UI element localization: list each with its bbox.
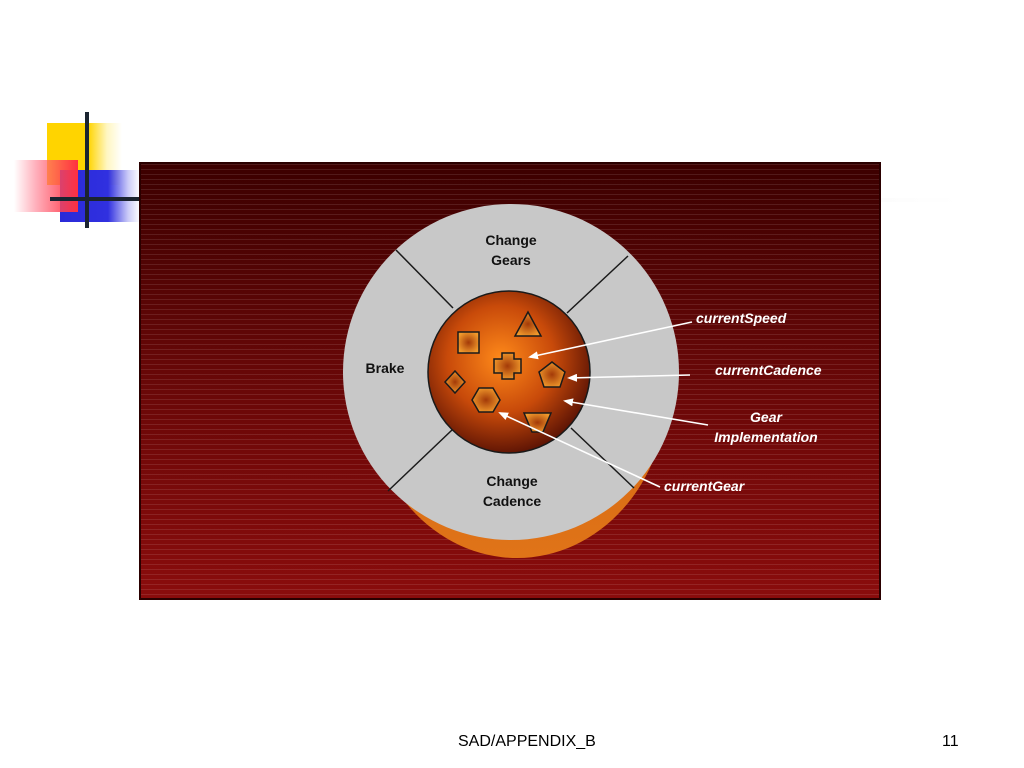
page-number: 11 <box>942 733 959 750</box>
arrow-current-gear <box>498 412 661 488</box>
arrow-current-cadence <box>567 373 691 382</box>
segment-label-top-line2: Gears <box>491 252 531 268</box>
footer-label: SAD/APPENDIX_B <box>458 733 596 750</box>
callout-arrows <box>498 321 709 488</box>
variable-shapes <box>443 310 566 433</box>
segment-label-left: Brake <box>366 360 405 376</box>
callout-gear-implementation-line1: Gear <box>750 409 783 425</box>
cross-shape <box>493 352 522 380</box>
hexagon-shape <box>471 387 501 413</box>
segment-label-bottom-line2: Cadence <box>483 493 542 509</box>
callout-current-speed: currentSpeed <box>696 310 787 326</box>
segment-label-bottom-line1: Change <box>486 473 538 489</box>
logo-red-square <box>14 160 78 212</box>
callout-current-gear: currentGear <box>664 478 746 494</box>
logo-vertical-line <box>85 112 89 228</box>
square-shape <box>457 331 480 354</box>
logo-horizontal-line <box>50 197 140 201</box>
corner-logo <box>0 0 140 240</box>
arrow-current-speed <box>528 321 693 360</box>
pentagon-shape <box>538 361 566 388</box>
callout-gear-implementation-line2: Implementation <box>714 429 817 445</box>
callout-current-cadence: currentCadence <box>715 362 822 378</box>
triangle-shape <box>513 310 543 337</box>
arrow-gear-implementation <box>563 398 709 426</box>
segment-label-top-line1: Change <box>485 232 537 248</box>
diamond-shape <box>443 369 467 395</box>
ring-dividers <box>387 249 635 492</box>
